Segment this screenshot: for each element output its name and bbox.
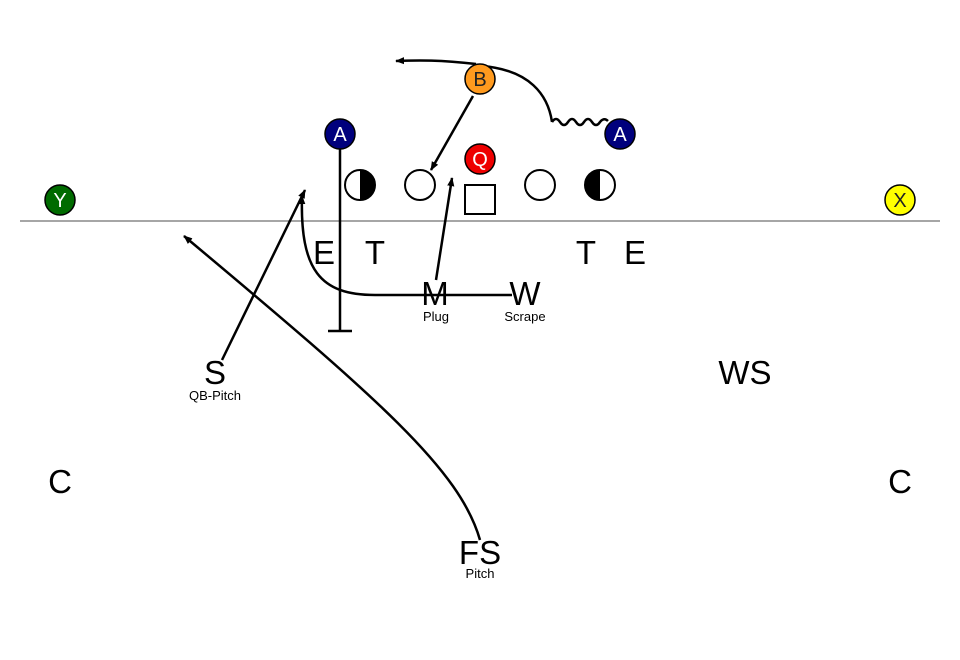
defender-c-right: C	[888, 463, 912, 500]
center	[464, 184, 496, 215]
guard-left	[404, 169, 436, 201]
defender-t-left: T	[365, 234, 385, 271]
player-x-token	[884, 184, 916, 216]
player-q: Q	[464, 143, 496, 175]
tight-end-left-fill	[360, 170, 375, 200]
player-q-label: Q	[472, 149, 488, 171]
defense: E T T E M Plug W Scrape S QB-Pitch WS C …	[48, 234, 912, 581]
defender-w-note: Scrape	[504, 309, 545, 324]
player-a-right: A	[604, 118, 636, 150]
player-q-token	[464, 143, 496, 175]
w-scrape-path	[298, 195, 512, 297]
m-plug-arrow	[434, 177, 455, 281]
player-y-label: Y	[53, 190, 66, 212]
defender-ws: WS	[718, 354, 771, 391]
b-block-arrow	[429, 95, 475, 171]
player-y: Y	[44, 184, 76, 216]
player-a-left-token	[324, 118, 356, 150]
defender-w: W	[509, 275, 541, 312]
defender-m-note: Plug	[423, 309, 449, 324]
guard-right	[524, 169, 556, 201]
defender-s-note: QB-Pitch	[189, 388, 241, 403]
player-b-label: B	[473, 69, 486, 91]
player-x: X	[884, 184, 916, 216]
fs-pitch-arrow	[183, 235, 482, 541]
b-route-arrow	[395, 57, 477, 66]
a-right-motion-path	[481, 64, 554, 123]
defender-e-left: E	[313, 234, 335, 271]
defender-fs: FS	[459, 534, 501, 571]
player-a-right-label: A	[613, 124, 627, 146]
player-y-token	[44, 184, 76, 216]
tight-end-right-fill	[585, 170, 600, 200]
defender-m: M	[421, 275, 449, 312]
player-b: B	[464, 63, 496, 95]
player-a-left: A	[324, 118, 356, 150]
player-x-label: X	[893, 190, 906, 212]
a-right-motion-wiggle	[550, 117, 609, 127]
player-a-right-token	[604, 118, 636, 150]
defender-t-right: T	[576, 234, 596, 271]
s-qb-pitch-arrow	[220, 189, 307, 361]
defender-s: S	[204, 354, 226, 391]
player-a-left-label: A	[333, 124, 347, 146]
defender-e-right: E	[624, 234, 646, 271]
offensive-line	[344, 169, 616, 215]
defender-fs-note: Pitch	[466, 566, 495, 581]
player-b-token	[464, 63, 496, 95]
defender-c-left: C	[48, 463, 72, 500]
